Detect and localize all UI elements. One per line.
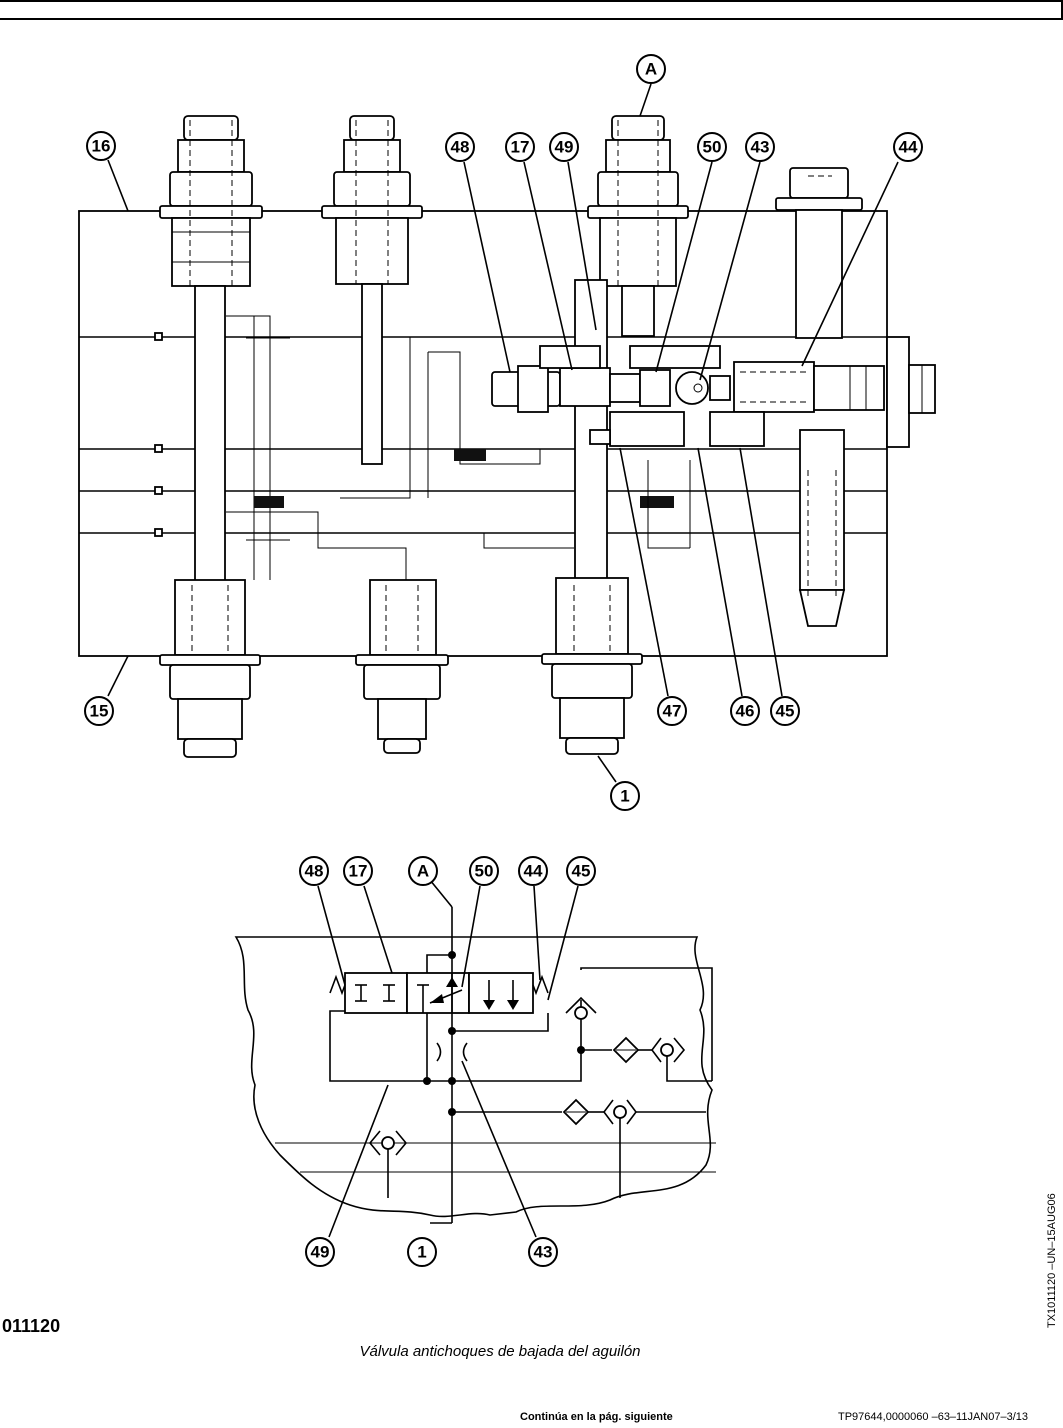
- callout-a-lower: A: [408, 856, 438, 886]
- callout-46: 46: [730, 696, 760, 726]
- callout-44-upper: 44: [893, 132, 923, 162]
- callout-43-lower: 43: [528, 1237, 558, 1267]
- figure-number: 011120: [2, 1316, 61, 1336]
- svg-text:17: 17: [349, 862, 368, 881]
- svg-text:47: 47: [663, 702, 682, 721]
- callout-50-lower: 50: [469, 856, 499, 886]
- callout-1-upper: 1: [610, 781, 640, 811]
- callout-45-lower: 45: [566, 856, 596, 886]
- callout-45-upper: 45: [770, 696, 800, 726]
- fitting-top-middle: [321, 115, 423, 465]
- illustration-code: TX1011120 –UN–15AUG06: [1046, 1193, 1058, 1328]
- callout-47: 47: [657, 696, 687, 726]
- callout-48-lower: 48: [299, 856, 329, 886]
- svg-text:16: 16: [92, 137, 111, 156]
- valve-box-44: [468, 972, 534, 1014]
- callout-1-lower: 1: [407, 1237, 437, 1267]
- callout-48-upper: 48: [445, 132, 475, 162]
- fitting-bottom-right-port-1: [541, 279, 643, 755]
- svg-text:49: 49: [311, 1243, 330, 1262]
- valve-box-48: [344, 972, 408, 1014]
- document-reference: TP97644,0000060 –63–11JAN07–3/13: [838, 1411, 1029, 1423]
- fitting-port-a: [587, 115, 689, 337]
- svg-text:45: 45: [776, 702, 795, 721]
- top-rule: [0, 18, 1063, 20]
- callout-17-lower: 17: [343, 856, 373, 886]
- figure-caption: Válvula antichoques de bajada del aguiló…: [359, 1343, 641, 1360]
- fitting-top-left: [159, 115, 263, 582]
- svg-text:15: 15: [90, 702, 109, 721]
- fitting-bottom-left: [159, 579, 261, 758]
- valve-box-17: [406, 972, 470, 1014]
- svg-text:46: 46: [736, 702, 755, 721]
- svg-text:A: A: [645, 60, 657, 79]
- svg-text:43: 43: [534, 1243, 553, 1262]
- callout-44-lower: 44: [518, 856, 548, 886]
- svg-text:17: 17: [511, 138, 530, 157]
- spool-assembly: [491, 345, 885, 447]
- svg-text:1: 1: [620, 787, 629, 806]
- continued-note: Continúa en la pág. siguiente: [520, 1411, 673, 1423]
- svg-text:45: 45: [572, 862, 591, 881]
- valve-cross-section: [78, 83, 936, 783]
- svg-text:44: 44: [899, 138, 918, 157]
- bolt-right: [798, 429, 846, 627]
- svg-text:48: 48: [305, 862, 324, 881]
- svg-text:49: 49: [555, 138, 574, 157]
- callout-a-upper: A: [636, 54, 666, 84]
- right-border: [1061, 0, 1063, 20]
- callout-43-upper: 43: [745, 132, 775, 162]
- callout-16: 16: [86, 131, 116, 161]
- callout-15: 15: [84, 696, 114, 726]
- fitting-bottom-middle: [355, 579, 449, 754]
- callout-17-upper: 17: [505, 132, 535, 162]
- svg-text:1: 1: [417, 1243, 426, 1262]
- svg-text:44: 44: [524, 862, 543, 881]
- callout-49-upper: 49: [549, 132, 579, 162]
- callout-50-upper: 50: [697, 132, 727, 162]
- svg-text:50: 50: [703, 138, 722, 157]
- svg-text:48: 48: [451, 138, 470, 157]
- top-border: [0, 0, 1063, 2]
- hydraulic-schematic: [234, 879, 716, 1238]
- svg-text:50: 50: [475, 862, 494, 881]
- plug-top-right: [775, 167, 863, 339]
- callout-49-lower: 49: [305, 1237, 335, 1267]
- svg-text:A: A: [417, 862, 429, 881]
- svg-text:43: 43: [751, 138, 770, 157]
